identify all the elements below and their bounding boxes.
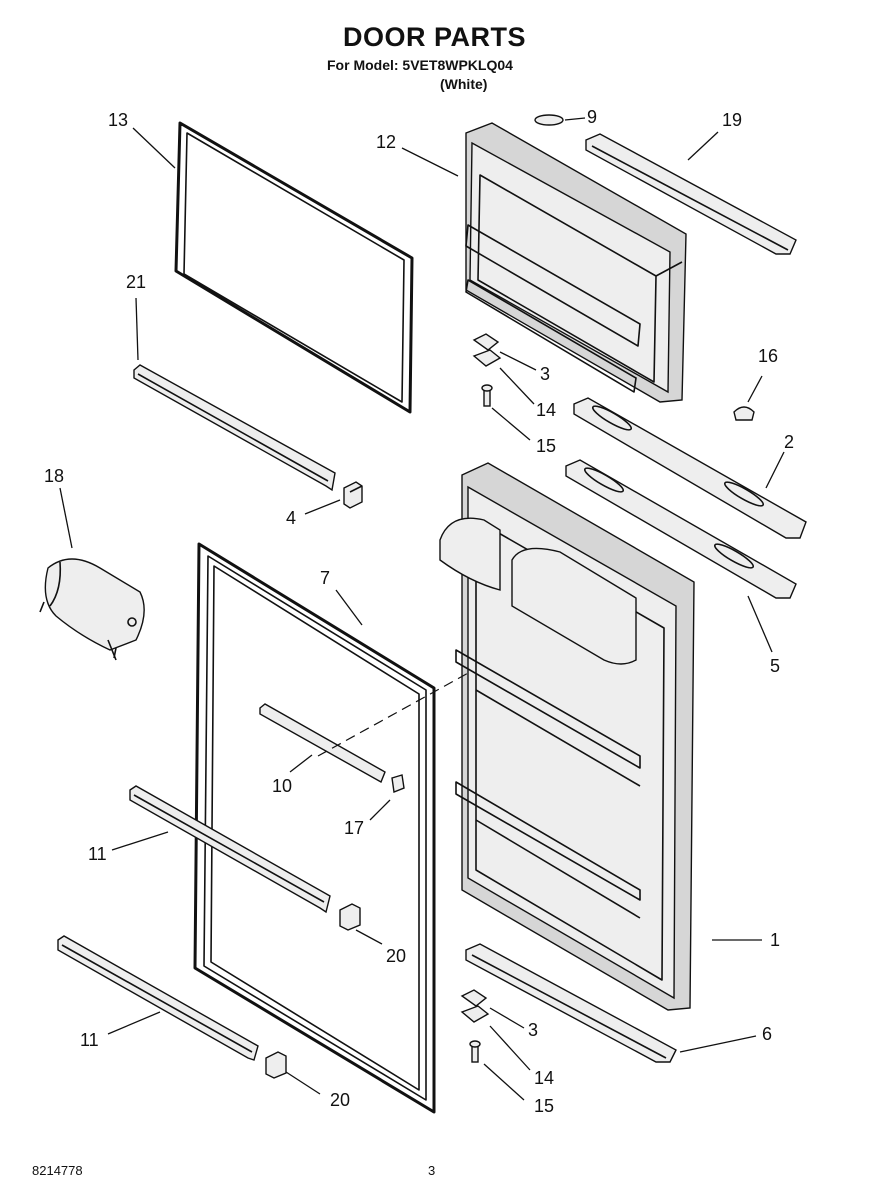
part-18-dairy-door <box>39 558 145 661</box>
callout-11-lower: 11 <box>80 1030 99 1050</box>
part-5-handle <box>565 459 797 599</box>
part-11-lower-trim <box>57 935 259 1061</box>
callout-3-upper: 3 <box>540 364 550 384</box>
callout-3-lower: 3 <box>528 1020 538 1040</box>
callout-7: 7 <box>320 568 330 588</box>
callout-10: 10 <box>272 776 292 796</box>
part-7-fresh-food-gasket <box>193 542 436 1114</box>
callout-20-lower: 20 <box>330 1090 350 1110</box>
part-19-freezer-trim <box>585 133 797 255</box>
leader-lines <box>59 117 785 1101</box>
callout-21: 21 <box>126 272 146 292</box>
lower-hinge-hardware <box>460 989 490 1063</box>
callout-14-lower: 14 <box>534 1068 554 1088</box>
callout-1: 1 <box>770 930 780 950</box>
part-20-upper-clip <box>339 903 361 931</box>
callout-6: 6 <box>762 1024 772 1044</box>
callout-13: 13 <box>108 110 128 130</box>
callout-11-upper: 11 <box>88 844 107 864</box>
part-4-clip <box>343 481 363 509</box>
callout-20-upper: 20 <box>386 946 406 966</box>
part-13-freezer-gasket <box>174 121 414 414</box>
model-number: For Model: 5VET8WPKLQ04 <box>327 57 513 73</box>
callout-12: 12 <box>376 132 396 152</box>
assembly-line <box>317 671 471 757</box>
callout-18: 18 <box>44 466 64 486</box>
page-number: 3 <box>428 1163 436 1178</box>
part-10-trim <box>259 703 386 784</box>
document-number: 8214778 <box>32 1163 83 1178</box>
callout-14-upper: 14 <box>536 400 556 420</box>
callout-17: 17 <box>344 818 364 838</box>
part-20-lower-clip <box>265 1051 287 1079</box>
part-1-fresh-food-door <box>439 462 695 1011</box>
callout-15-upper: 15 <box>536 436 556 456</box>
part-16-plug <box>733 406 755 421</box>
callout-2: 2 <box>784 432 794 452</box>
model-color: (White) <box>440 76 488 92</box>
callout-5: 5 <box>770 656 780 676</box>
part-12-freezer-door <box>465 122 687 403</box>
part-11-upper-trim <box>129 785 331 914</box>
callout-16: 16 <box>758 346 778 366</box>
upper-hinge-hardware <box>472 333 502 407</box>
part-9-plug <box>534 114 564 126</box>
callout-9: 9 <box>587 107 597 127</box>
page-title: DOOR PARTS <box>342 22 526 52</box>
part-17-clip <box>391 774 405 793</box>
callout-4: 4 <box>286 508 296 528</box>
part-21-freezer-trim <box>133 364 336 492</box>
callout-19: 19 <box>722 110 742 130</box>
part-2-handle <box>573 397 807 539</box>
part-6-door-trim <box>465 943 677 1063</box>
callout-15-lower: 15 <box>534 1096 554 1116</box>
